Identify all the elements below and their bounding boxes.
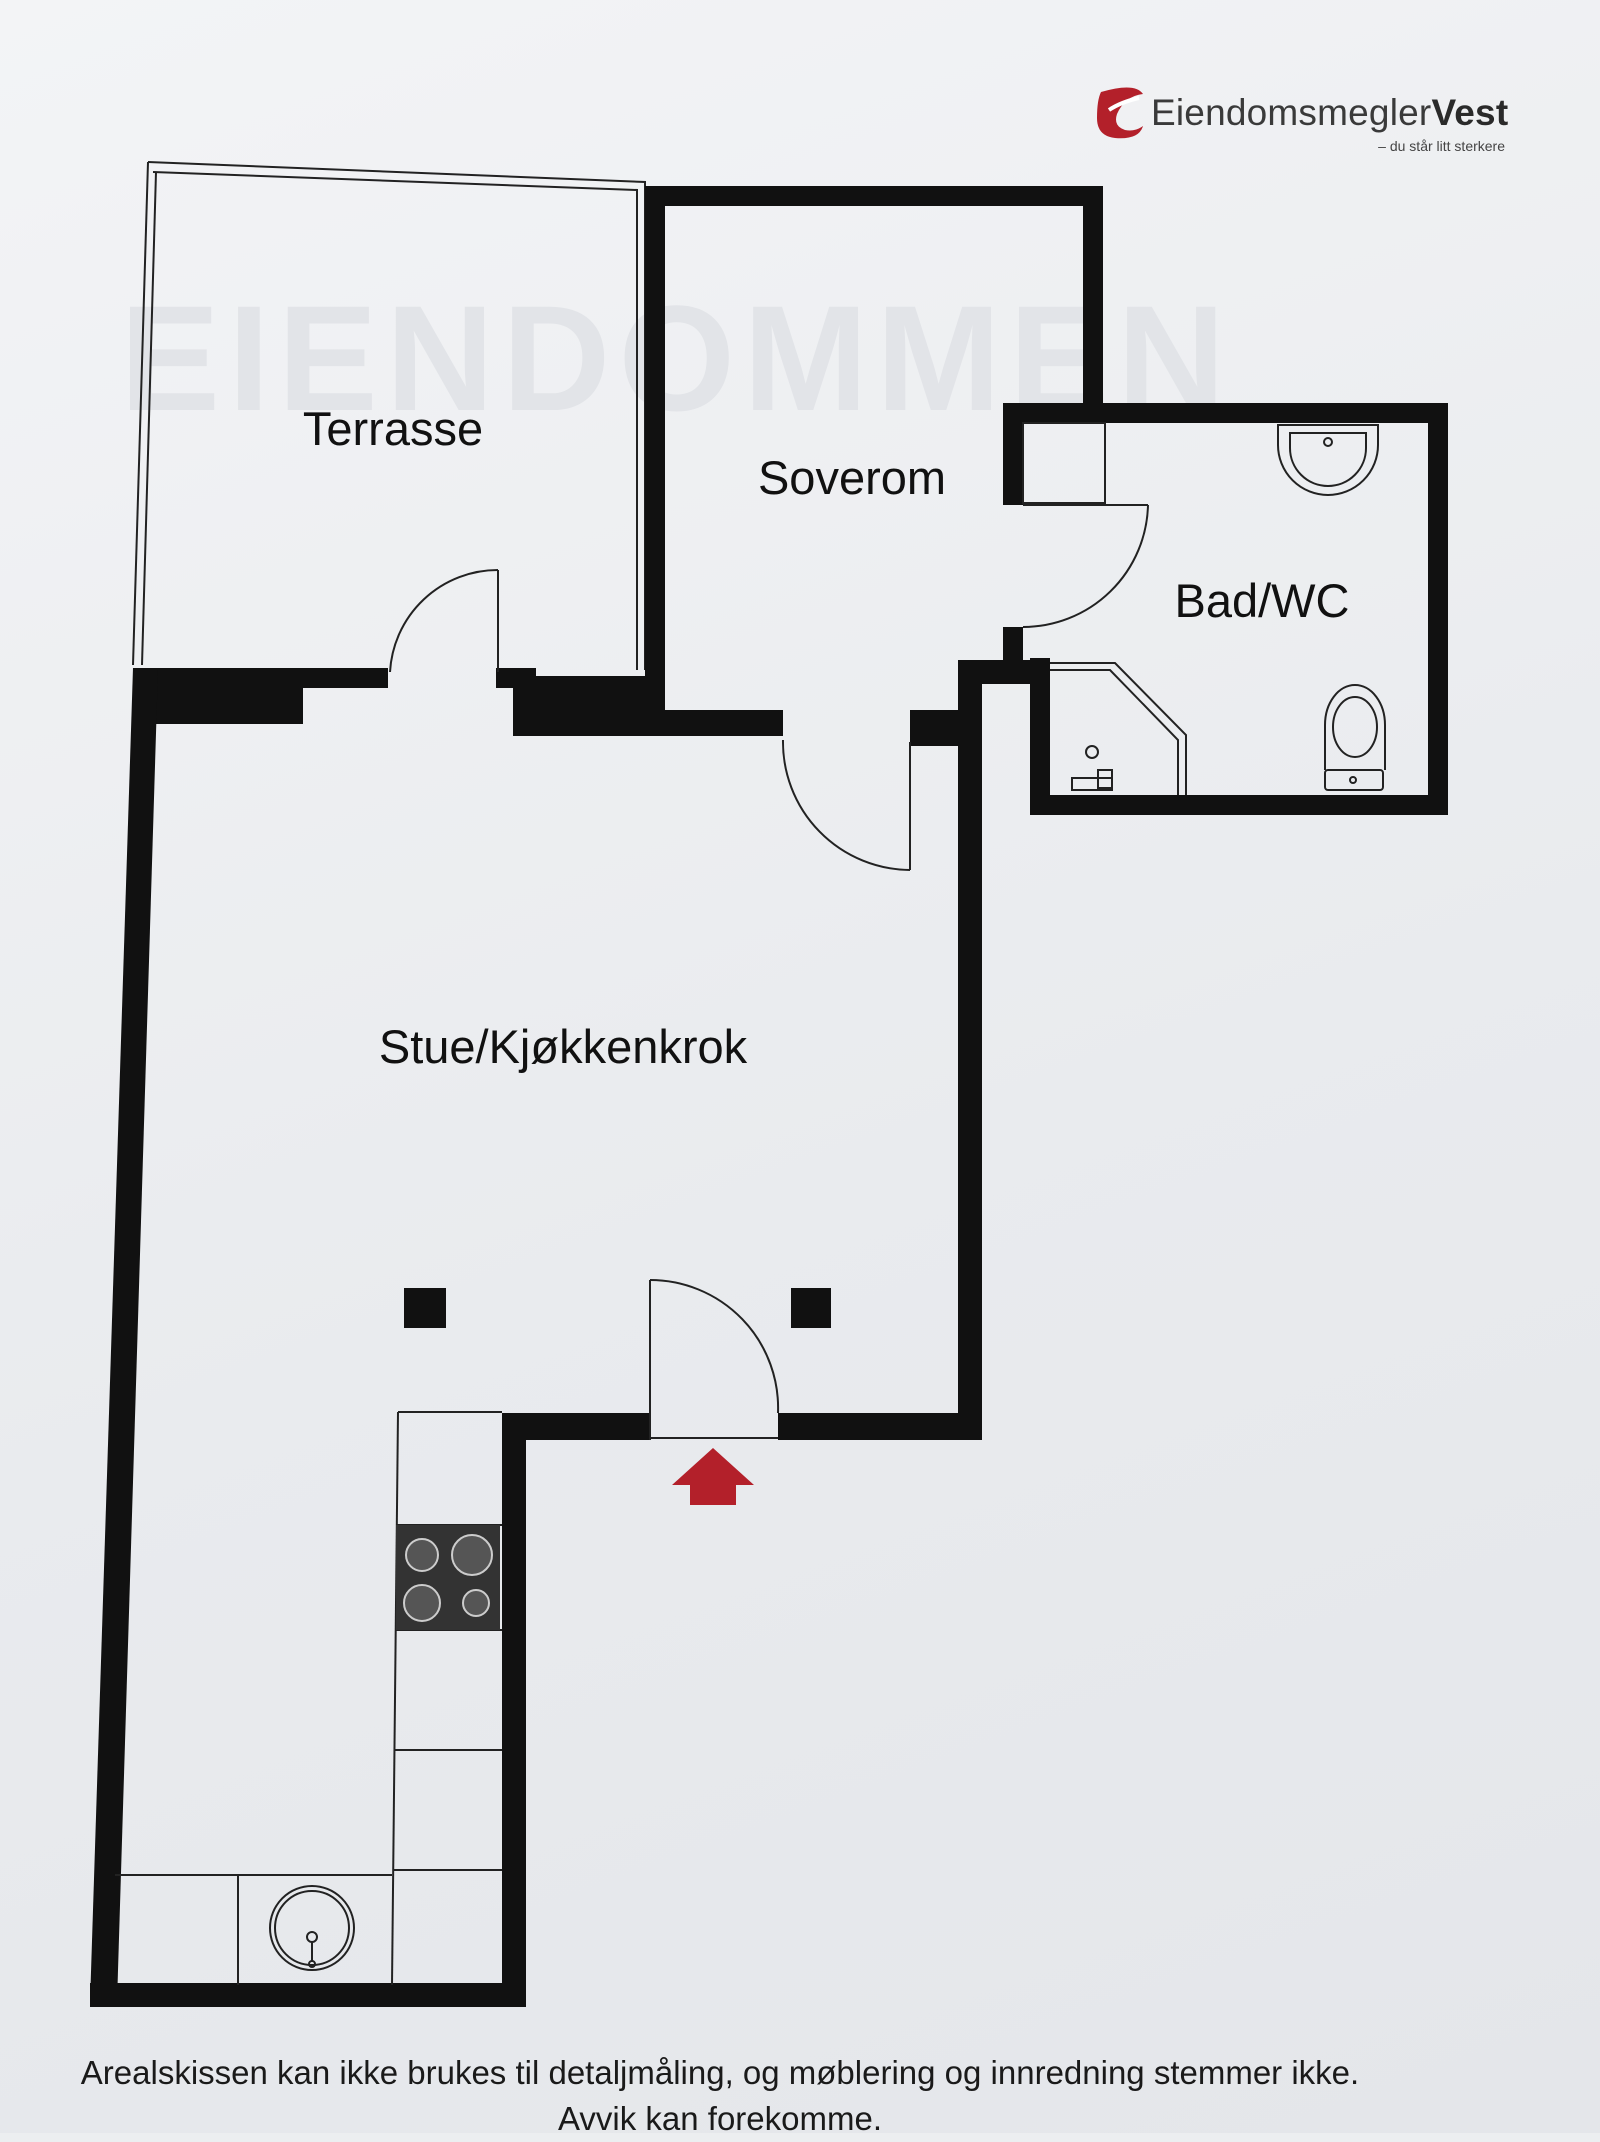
sink-icon: [269, 1885, 355, 1971]
disclaimer: Arealskissen kan ikke brukes til detaljm…: [60, 2050, 1380, 2142]
bedroom-door: [781, 739, 911, 871]
walls: [90, 186, 1448, 2007]
bathroom-door: [1022, 422, 1149, 628]
brand-name-suffix: Vest: [1431, 92, 1509, 133]
room-label-bad: Bad/WC: [1175, 574, 1350, 627]
washbasin-icon: [1277, 424, 1379, 496]
brand-name: EiendomsmeglerVest: [1151, 92, 1508, 134]
toilet-icon: [1324, 684, 1386, 791]
kitchen-counter: [115, 1411, 502, 1986]
shower-icon: [1050, 662, 1187, 795]
cooktop-icon: [396, 1525, 500, 1630]
disclaimer-line-1: Arealskissen kan ikke brukes til detaljm…: [80, 2054, 1360, 2091]
entrance-door: [649, 1279, 780, 1440]
disclaimer-line-2: Avvik kan forekomme.: [557, 2100, 882, 2137]
room-label-soverom: Soverom: [758, 451, 946, 504]
logo-mark-icon: [1097, 87, 1143, 139]
room-label-terrasse: Terrasse: [303, 402, 483, 455]
brand-name-prefix: Eiendomsmegler: [1151, 92, 1432, 133]
entrance-arrow-icon: [672, 1448, 754, 1505]
brand-tagline: – du står litt sterkere: [1378, 138, 1505, 154]
room-label-stue: Stue/Kjøkkenkrok: [379, 1020, 748, 1073]
terrace-door: [389, 568, 499, 673]
brand-logo: EiendomsmeglerVest – du står litt sterke…: [1095, 82, 1515, 154]
